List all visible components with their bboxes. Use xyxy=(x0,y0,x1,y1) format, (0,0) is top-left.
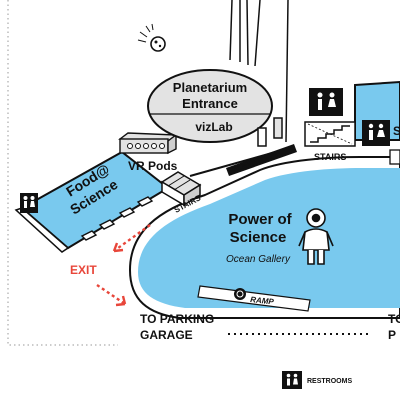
stairs-top-label: STAIRS xyxy=(314,152,346,162)
wheelchair-icon xyxy=(234,288,246,300)
exit-route xyxy=(96,224,151,307)
satellite-icon xyxy=(137,23,166,52)
diver-suit-icon xyxy=(298,208,334,265)
exit-label: EXIT xyxy=(70,263,97,277)
stairs-left-block xyxy=(160,171,202,207)
restroom-icon xyxy=(362,120,390,146)
parking-label-line1: TO PARKING xyxy=(140,312,214,326)
right-partial-label-2: P xyxy=(388,328,396,342)
elevator-banner xyxy=(226,144,297,176)
hanging-cables xyxy=(229,0,289,143)
right-partial-label-1: TO xyxy=(388,312,400,326)
restroom-icon xyxy=(309,88,343,116)
seating-row xyxy=(80,196,154,241)
food-at-science-room xyxy=(14,150,170,253)
stairs-top-block xyxy=(304,121,356,147)
power-label-line2: Science xyxy=(230,229,287,246)
restroom-icon xyxy=(20,193,38,213)
planetarium-label-line2: Entrance xyxy=(182,96,238,111)
planetarium-label-line1: Planetarium xyxy=(173,80,247,95)
elevator-doors[interactable] xyxy=(257,117,283,147)
ocean-gallery-label: Ocean Gallery xyxy=(226,254,291,265)
power-label-line1: Power of xyxy=(228,211,292,228)
restrooms-legend-label: RESTROOMS xyxy=(307,378,352,385)
vizlab-label: vizLab xyxy=(195,120,232,134)
legend-restroom-icon xyxy=(282,371,302,389)
right-door xyxy=(389,149,400,165)
vr-pods-label: VR Pods xyxy=(128,159,178,173)
power-of-science-room xyxy=(138,168,400,308)
parking-label-line2: GARAGE xyxy=(140,328,193,342)
cut-off-letter: S xyxy=(393,124,400,138)
vr-pods-unit xyxy=(118,132,178,155)
ramp-strip xyxy=(197,285,311,312)
ramp-label: RAMP xyxy=(250,295,275,306)
planetarium-entrance[interactable] xyxy=(147,69,273,143)
